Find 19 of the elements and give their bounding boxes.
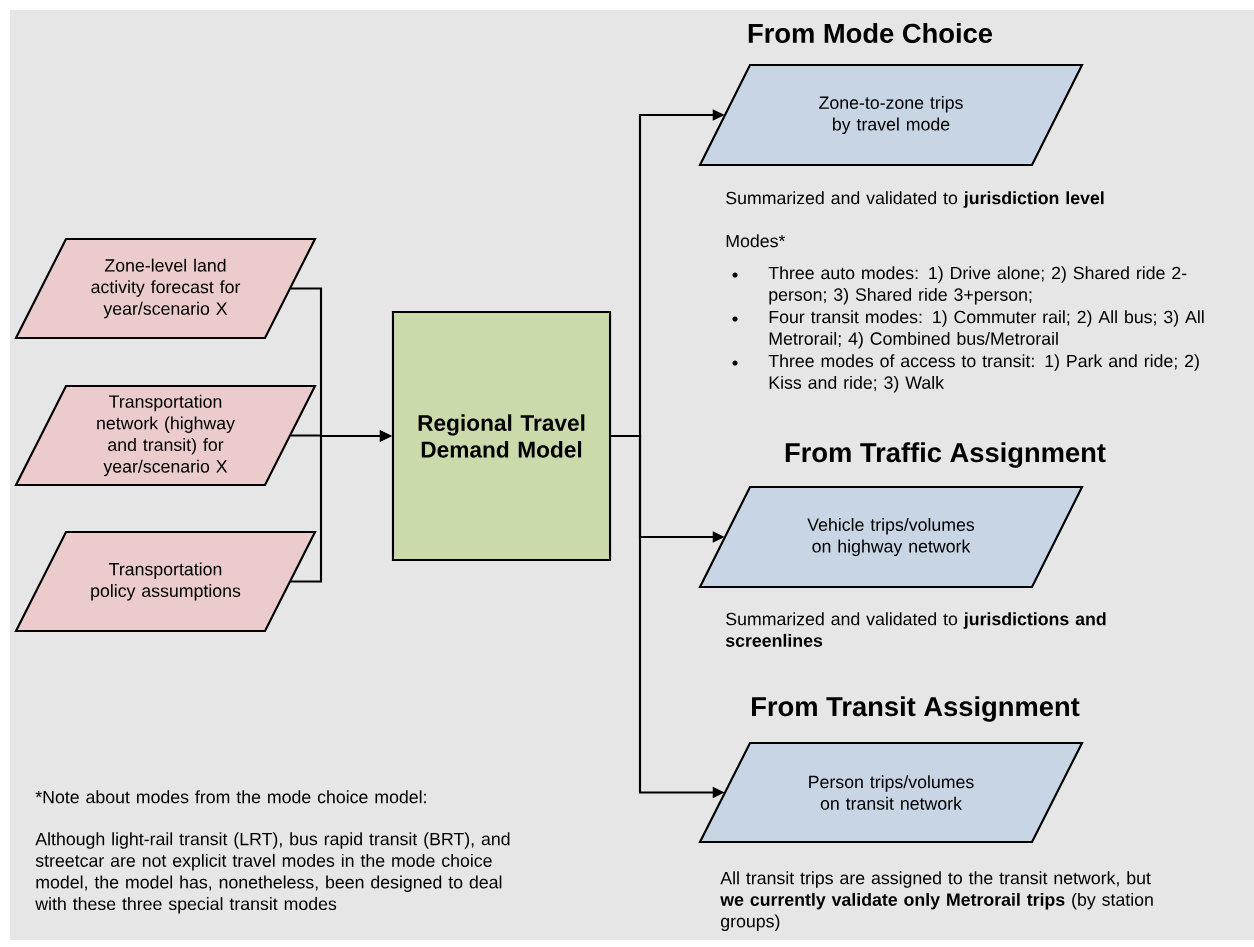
note-text: Summarized and validated to jurisdictions and screenlines xyxy=(725,612,1106,647)
section-heading: From Transit Assignment xyxy=(752,696,1080,722)
section-heading: From Mode Choice xyxy=(748,22,993,44)
note-text: *Note about modes from the mode choice model: xyxy=(35,790,426,804)
bullet-item: Four transit modes: 1) Commuter rail; 2) All bus; 3) All Metrorail; 4) Combined bus/Metrorail xyxy=(769,310,1204,349)
section-heading: From Traffic Assignment xyxy=(785,442,1106,468)
note-text: All transit trips are assigned to the transit network, but we currently validate only Metrorail trips (by station groups) xyxy=(720,871,1153,931)
data-parallelogram: Transportation policy assumptions xyxy=(14,530,317,633)
data-parallelogram: Zone-level land activity forecast for year/scenario X xyxy=(14,237,317,340)
data-parallelogram: Vehicle trips/volumes on highway network xyxy=(698,485,1084,589)
data-parallelogram: Transportation network (highway and transit) for year/scenario X xyxy=(14,384,317,487)
bullet-item: Three auto modes: 1) Drive alone; 2) Shared ride 2-person; 3) Shared ride 3+person; xyxy=(768,266,1187,305)
note-text: Although light-rail transit (LRT), bus rapid transit (BRT), and streetcar are not explicit travel modes in the mode choice model, the model has, nonetheless, been designed to deal with these three special transit modes xyxy=(35,832,510,914)
note-text: Modes* xyxy=(726,234,786,248)
data-parallelogram: Zone-to-zone trips by travel mode xyxy=(698,63,1084,167)
note-text: Summarized and validated to jurisdiction level xyxy=(726,191,1104,208)
bullet-item: Three modes of access to transit: 1) Park and ride; 2) Kiss and ride; 3) Walk xyxy=(768,354,1199,393)
process-box: Regional Travel Demand Model xyxy=(391,310,612,562)
data-parallelogram: Person trips/volumes on transit network xyxy=(698,741,1084,844)
